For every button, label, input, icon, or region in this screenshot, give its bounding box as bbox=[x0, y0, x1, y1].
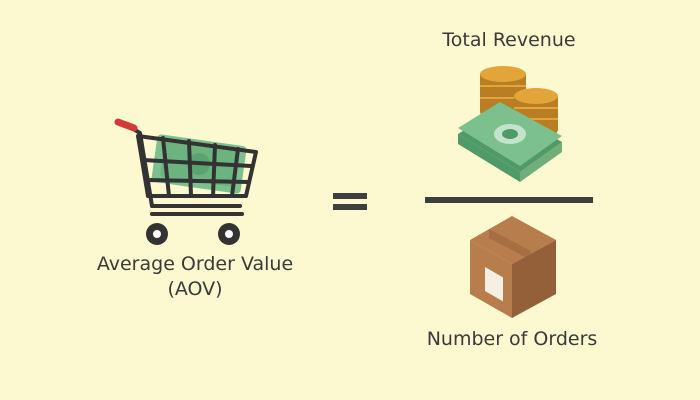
shopping-cart-icon bbox=[114, 118, 258, 245]
aov-label: Average Order Value (AOV) bbox=[60, 252, 330, 302]
aov-label-line2: (AOV) bbox=[167, 278, 223, 300]
number-of-orders-label: Number of Orders bbox=[426, 328, 598, 350]
total-revenue-label: Total Revenue bbox=[442, 29, 576, 51]
package-box-icon bbox=[470, 216, 556, 318]
aov-label-line1: Average Order Value bbox=[96, 253, 294, 275]
fraction-bar bbox=[425, 197, 593, 203]
money-coins-icon bbox=[458, 66, 562, 182]
equals-sign bbox=[333, 193, 367, 210]
